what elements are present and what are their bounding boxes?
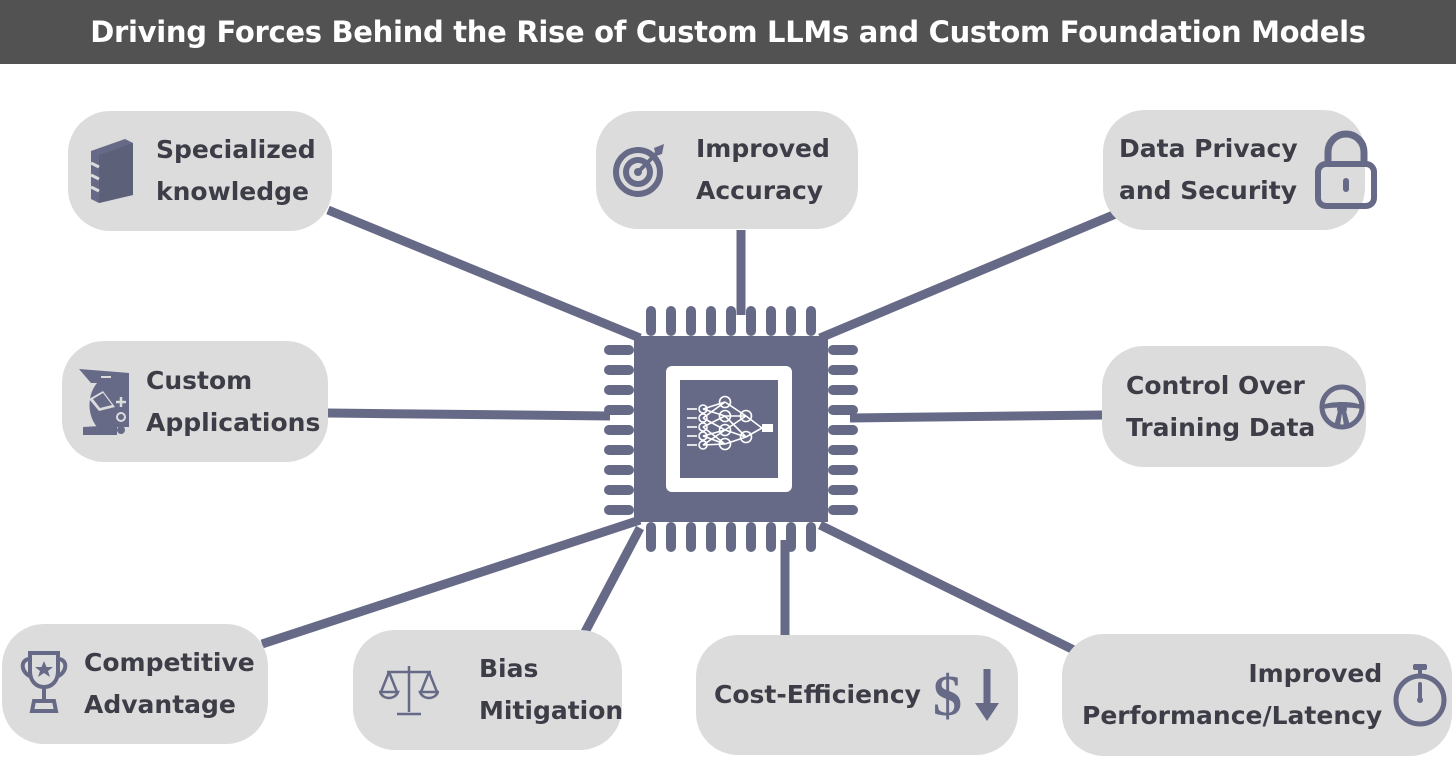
connector-specialized-knowledge — [326, 205, 642, 343]
factor-label: Control Over Training Data — [1126, 365, 1315, 449]
factor-control-over-training-data: Control Over Training Data — [1102, 346, 1366, 467]
factor-label-line2: Advantage — [84, 690, 236, 719]
book-icon — [86, 137, 136, 205]
svg-text:$: $ — [933, 663, 962, 727]
connector-custom-applications — [327, 408, 611, 421]
factor-label-line2: Performance/Latency — [1082, 701, 1383, 730]
connector-data-privacy — [818, 208, 1120, 343]
factor-label-line2: Applications — [146, 407, 321, 437]
title-bar: Driving Forces Behind the Rise of Custom… — [0, 0, 1456, 64]
factor-label-line1: Cost-Efficiency — [714, 680, 921, 709]
connector-control-over-training-data — [849, 410, 1103, 423]
factor-label-line1: Bias — [479, 654, 539, 683]
factor-label-line1: Specialized — [156, 135, 316, 164]
factor-cost-efficiency: Cost-Efficiency $ — [696, 635, 1018, 755]
factor-label: Cost-Efficiency — [714, 674, 921, 716]
factor-label-line1: Control Over — [1126, 370, 1305, 400]
trophy-icon — [16, 649, 72, 719]
factor-label: Competitive Advantage — [84, 642, 255, 726]
factor-label: Custom Applications — [146, 360, 320, 444]
factor-label: Data Privacy and Security — [1119, 128, 1298, 212]
factor-improved-accuracy: Improved Accuracy — [596, 111, 858, 229]
factor-bias-mitigation: Bias Mitigation — [353, 630, 623, 750]
steering-wheel-icon — [1317, 383, 1366, 431]
factor-label-line2: Accuracy — [696, 176, 824, 205]
lock-icon — [1314, 130, 1378, 210]
factor-data-privacy-and-security: Data Privacy and Security — [1103, 110, 1377, 230]
chip-pins — [604, 306, 858, 552]
factor-label-line2: Training Data — [1126, 412, 1316, 442]
factor-label: Improved Performance/Latency — [1082, 653, 1382, 737]
connector-performance-latency — [818, 520, 1084, 659]
factor-label: Improved Accuracy — [696, 128, 830, 212]
factor-competitive-advantage: Competitive Advantage — [2, 624, 268, 744]
dollar-down-icon: $ — [931, 663, 1005, 727]
swiss-army-knife-icon — [76, 367, 136, 437]
factor-label-line1: Custom — [146, 365, 253, 395]
neural-network-icon — [687, 395, 763, 451]
factor-specialized-knowledge: Specialized knowledge — [68, 111, 332, 231]
factor-label-line2: knowledge — [156, 177, 309, 206]
factor-improved-performance-latency: Improved Performance/Latency — [1062, 634, 1452, 756]
factor-label-line1: Improved — [696, 134, 830, 163]
factor-label-line1: Competitive — [84, 648, 255, 677]
factor-custom-applications: Custom Applications — [62, 341, 328, 462]
target-icon — [612, 142, 668, 198]
factor-label-line2: and Security — [1119, 176, 1297, 205]
connector-competitive-advantage — [260, 515, 642, 649]
network-output-icon — [762, 424, 773, 432]
factor-label: Bias Mitigation — [479, 648, 623, 732]
connector-bias-mitigation — [581, 525, 644, 635]
scales-icon — [379, 662, 439, 718]
factor-label-line1: Improved — [1248, 659, 1383, 688]
factor-label-line2: Mitigation — [479, 696, 624, 725]
factor-label-line1: Data Privacy — [1119, 134, 1298, 163]
factor-label: Specialized knowledge — [156, 129, 316, 213]
page-title: Driving Forces Behind the Rise of Custom… — [90, 15, 1366, 49]
stopwatch-icon — [1390, 662, 1450, 728]
chip-icon — [604, 306, 858, 552]
